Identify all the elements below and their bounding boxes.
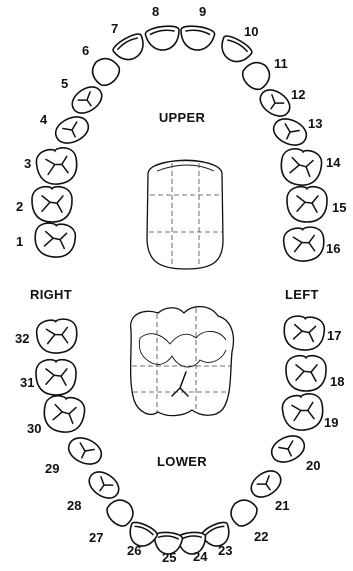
tooth-number-11: 11 <box>274 56 288 71</box>
tooth-8[interactable] <box>145 24 182 52</box>
tooth-number-7: 7 <box>111 21 118 36</box>
tooth-number-29: 29 <box>45 461 59 476</box>
tooth-outline <box>283 315 326 352</box>
tooth-outline <box>111 31 149 66</box>
tooth-number-4: 4 <box>40 112 48 127</box>
tooth-outline <box>279 147 324 188</box>
tooth-number-13: 13 <box>308 116 322 131</box>
tooth-22[interactable] <box>226 495 261 530</box>
label-lower: LOWER <box>157 454 207 469</box>
tooth-outline <box>145 24 182 52</box>
tooth-19[interactable] <box>281 392 326 433</box>
tooth-number-14: 14 <box>326 155 341 170</box>
tooth-outline <box>226 495 261 530</box>
tooth-number-22: 22 <box>254 529 268 544</box>
tooth-32[interactable] <box>36 318 79 355</box>
tooth-5[interactable] <box>68 82 107 118</box>
tooth-number-10: 10 <box>244 24 258 39</box>
tooth-number-31: 31 <box>20 375 34 390</box>
tooth-number-17: 17 <box>327 328 341 343</box>
tooth-outline <box>283 226 326 263</box>
tooth-number-3: 3 <box>24 156 31 171</box>
tooth-outline <box>87 53 124 90</box>
tooth-number-19: 19 <box>324 415 338 430</box>
label-upper: UPPER <box>159 110 206 125</box>
tooth-number-5: 5 <box>61 76 68 91</box>
molar-illustration <box>131 307 234 416</box>
tooth-outline <box>178 24 215 52</box>
tooth-4[interactable] <box>52 112 93 148</box>
tooth-29[interactable] <box>65 433 106 469</box>
tooth-number-1: 1 <box>16 234 23 249</box>
tooth-6[interactable] <box>87 53 124 90</box>
tooth-number-18: 18 <box>330 374 344 389</box>
tooth-outline <box>34 222 77 259</box>
tooth-number-28: 28 <box>67 498 81 513</box>
tooth-number-12: 12 <box>291 87 305 102</box>
tooth-outline <box>42 394 87 435</box>
tooth-number-8: 8 <box>152 4 159 19</box>
tooth-13[interactable] <box>270 114 311 150</box>
tooth-number-6: 6 <box>82 43 89 58</box>
tooth-number-9: 9 <box>199 4 206 19</box>
tooth-number-24: 24 <box>193 549 208 564</box>
tooth-outline <box>36 318 79 355</box>
tooth-12[interactable] <box>256 85 295 121</box>
tooth-number-15: 15 <box>332 200 346 215</box>
teeth-group <box>32 24 327 555</box>
tooth-number-25: 25 <box>162 550 176 565</box>
tooth-outline <box>32 187 72 222</box>
tooth-number-20: 20 <box>306 458 320 473</box>
incisor-illustration <box>147 160 223 269</box>
tooth-outline <box>35 146 80 187</box>
tooth-31[interactable] <box>36 360 76 395</box>
tooth-number-32: 32 <box>15 331 29 346</box>
tooth-18[interactable] <box>286 356 326 391</box>
tooth-outline <box>287 187 327 222</box>
tooth-11[interactable] <box>238 57 275 94</box>
tooth-number-26: 26 <box>127 543 141 558</box>
tooth-14[interactable] <box>279 147 324 188</box>
tooth-number-21: 21 <box>275 498 289 513</box>
tooth-outline <box>286 356 326 391</box>
label-right: RIGHT <box>30 287 72 302</box>
tooth-30[interactable] <box>42 394 87 435</box>
tooth-number-2: 2 <box>16 199 23 214</box>
tooth-number-23: 23 <box>218 543 232 558</box>
tooth-21[interactable] <box>247 466 286 502</box>
tooth-outline <box>281 392 326 433</box>
tooth-15[interactable] <box>287 187 327 222</box>
tooth-7[interactable] <box>111 31 149 66</box>
tooth-outline <box>36 360 76 395</box>
tooth-number-16: 16 <box>326 241 340 256</box>
tooth-3[interactable] <box>35 146 80 187</box>
label-left: LEFT <box>285 287 319 302</box>
tooth-17[interactable] <box>283 315 326 352</box>
tooth-number-27: 27 <box>89 530 103 545</box>
tooth-1[interactable] <box>34 222 77 259</box>
tooth-28[interactable] <box>85 467 124 503</box>
tooth-2[interactable] <box>32 187 72 222</box>
tooth-9[interactable] <box>178 24 215 52</box>
tooth-outline <box>238 57 275 94</box>
tooth-number-30: 30 <box>27 421 41 436</box>
tooth-16[interactable] <box>283 226 326 263</box>
tooth-20[interactable] <box>268 431 309 467</box>
